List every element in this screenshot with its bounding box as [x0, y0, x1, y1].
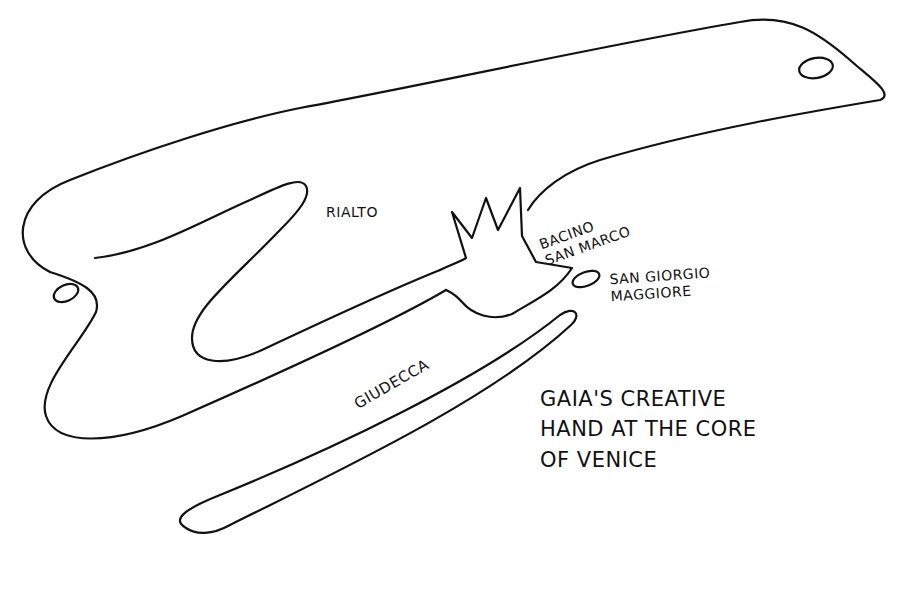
small-island [798, 55, 835, 81]
southern-outline [45, 272, 446, 439]
rialto-hook [95, 182, 440, 361]
place-label: RIALTO [326, 204, 378, 221]
san-giorgio-island [570, 268, 601, 291]
northern-outline [23, 20, 885, 272]
place-label: GIUDECCA [351, 355, 432, 412]
small-island [51, 280, 81, 305]
place-label: SAN GIORGIO MAGGIORE [608, 263, 735, 305]
place-label: BACINO SAN MARCO [537, 207, 633, 269]
map-caption: GAIA'S CREATIVE HAND AT THE CORE OF VENI… [540, 384, 790, 475]
giudecca-island [180, 311, 576, 533]
